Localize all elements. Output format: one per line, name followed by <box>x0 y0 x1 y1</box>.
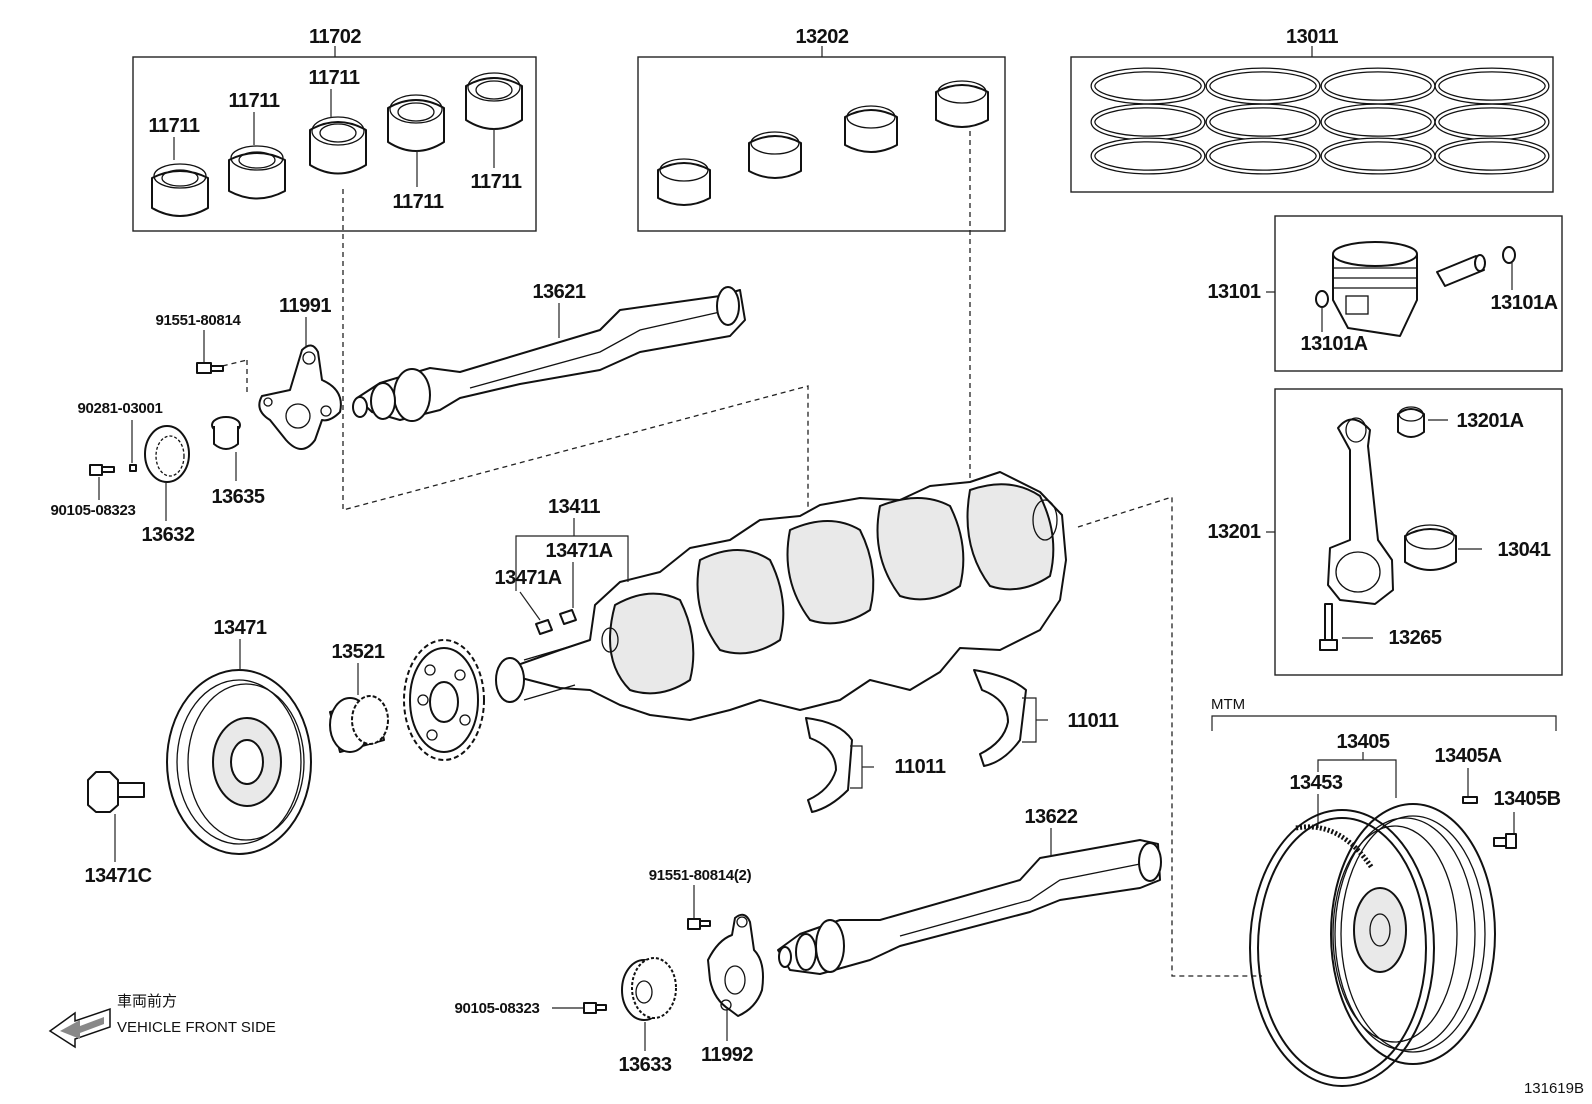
guide-line-left <box>342 189 809 525</box>
label-91551-80814-2[interactable]: 91551-80814(2) <box>649 867 752 884</box>
label-13041[interactable]: 13041 <box>1497 539 1551 561</box>
thrust-washer-11011-upper[interactable] <box>973 669 1027 767</box>
timing-gear[interactable] <box>403 639 485 761</box>
label-13405A[interactable]: 13405A <box>1434 745 1502 767</box>
crankshaft[interactable] <box>495 471 1067 721</box>
label-13635[interactable]: 13635 <box>211 486 265 508</box>
label-13471C[interactable]: 13471C <box>84 865 152 887</box>
label-90105-08323-upper[interactable]: 90105-08323 <box>50 502 135 519</box>
label-13622[interactable]: 13622 <box>1024 806 1078 828</box>
snap-ring-left[interactable] <box>1315 290 1329 308</box>
group-box-13101 <box>1274 215 1563 372</box>
key-13471A-right[interactable] <box>559 609 577 625</box>
pin-13405A[interactable] <box>1462 796 1478 804</box>
label-13101A-left[interactable]: 13101A <box>1300 333 1368 355</box>
label-13471[interactable]: 13471 <box>213 617 267 639</box>
bolt-13405B[interactable] <box>1493 833 1517 849</box>
key-13471A-left[interactable] <box>535 619 553 635</box>
gear-13633[interactable] <box>621 957 677 1021</box>
conrod-bearing-b[interactable] <box>748 131 802 179</box>
mtm-bracket <box>1211 715 1557 731</box>
bearing-11711-e[interactable] <box>465 72 523 130</box>
leader-13411 <box>515 535 629 591</box>
label-11011-lower[interactable]: 11011 <box>895 756 947 778</box>
crank-sprocket-13521[interactable] <box>329 695 389 753</box>
label-90105-08323-lower[interactable]: 90105-08323 <box>454 1000 539 1017</box>
bracket-plate-11991[interactable] <box>258 344 342 450</box>
label-13621[interactable]: 13621 <box>532 281 586 303</box>
bearing-11711-c[interactable] <box>309 116 367 175</box>
flywheel-13405[interactable] <box>1330 803 1496 1065</box>
crankshaft-pulley-13471[interactable] <box>166 669 312 855</box>
label-11711-c[interactable]: 11711 <box>309 67 361 89</box>
conrod-bearing-13041[interactable] <box>1404 524 1457 571</box>
piston-ring-set-1[interactable] <box>1090 67 1206 175</box>
piston-pin[interactable] <box>1436 254 1486 287</box>
bolt-91551-80814-2[interactable] <box>687 918 711 930</box>
label-91551-80814[interactable]: 91551-80814 <box>155 312 241 329</box>
front-side-arrow <box>48 1007 111 1049</box>
bushing-13635[interactable] <box>211 416 241 450</box>
bearing-11711-b[interactable] <box>228 145 286 200</box>
conrod-bolt[interactable] <box>1319 603 1338 651</box>
snap-ring-right[interactable] <box>1502 246 1516 264</box>
label-13201A[interactable]: 13201A <box>1456 410 1524 432</box>
label-11711-d[interactable]: 11711 <box>393 191 445 213</box>
label-13453[interactable]: 13453 <box>1289 772 1343 794</box>
diagram-id: 131619B <box>1524 1080 1584 1097</box>
bolt-90105-08323-upper[interactable] <box>89 464 115 476</box>
label-11711-a[interactable]: 11711 <box>149 115 201 137</box>
label-11702[interactable]: 11702 <box>309 26 362 48</box>
label-11711-e[interactable]: 11711 <box>471 171 523 193</box>
bearing-11711-d[interactable] <box>387 94 445 152</box>
piston-ring-set-2[interactable] <box>1205 67 1321 175</box>
piston-ring-set-4[interactable] <box>1434 67 1550 175</box>
gear-13632[interactable] <box>144 425 190 483</box>
label-13471A-right[interactable]: 13471A <box>545 540 613 562</box>
piston[interactable] <box>1332 241 1418 337</box>
label-13405[interactable]: 13405 <box>1336 731 1390 753</box>
piston-ring-set-3[interactable] <box>1320 67 1436 175</box>
bolt-90105-08323-lower[interactable] <box>583 1002 607 1014</box>
label-11011-upper[interactable]: 11011 <box>1068 710 1120 732</box>
label-13101A-right[interactable]: 13101A <box>1490 292 1558 314</box>
thrust-washer-11011-lower[interactable] <box>805 717 853 813</box>
label-13632[interactable]: 13632 <box>141 524 195 546</box>
label-13411[interactable]: 13411 <box>548 496 601 518</box>
front-side-japanese: 車両前方 <box>117 993 177 1010</box>
balance-shaft-13622[interactable] <box>777 839 1162 975</box>
label-11992[interactable]: 11992 <box>701 1044 754 1066</box>
bearing-11711-a[interactable] <box>151 163 209 217</box>
bolt-91551-80814[interactable] <box>196 362 224 374</box>
conrod-bearing-a[interactable] <box>657 158 711 206</box>
label-13202[interactable]: 13202 <box>795 26 849 48</box>
balance-shaft-13621[interactable] <box>352 286 746 422</box>
pulley-bolt-13471C[interactable] <box>87 771 145 813</box>
bracket-plate-11992[interactable] <box>707 913 764 1017</box>
conrod-bushing[interactable] <box>1397 406 1425 438</box>
conrod-bearing-c[interactable] <box>844 105 898 153</box>
front-side-english: VEHICLE FRONT SIDE <box>117 1019 276 1036</box>
label-13405B[interactable]: 13405B <box>1493 788 1561 810</box>
label-13521[interactable]: 13521 <box>331 641 385 663</box>
label-13633[interactable]: 13633 <box>618 1054 672 1076</box>
ring-gear-13453[interactable] <box>1249 809 1435 1087</box>
conrod-bearing-d[interactable] <box>935 80 989 128</box>
label-90281-03001[interactable]: 90281-03001 <box>77 400 162 417</box>
label-13011[interactable]: 13011 <box>1286 26 1339 48</box>
label-11711-b[interactable]: 11711 <box>229 90 281 112</box>
variant-label-mtm: MTM <box>1211 696 1245 713</box>
connecting-rod[interactable] <box>1327 417 1394 605</box>
label-13265[interactable]: 13265 <box>1388 627 1442 649</box>
pin-90281-03001[interactable] <box>129 464 137 472</box>
label-13201[interactable]: 13201 <box>1207 521 1261 543</box>
guide-line-right <box>1077 496 1262 977</box>
label-13471A-left[interactable]: 13471A <box>494 567 562 589</box>
label-11991[interactable]: 11991 <box>279 295 332 317</box>
label-13101[interactable]: 13101 <box>1207 281 1261 303</box>
